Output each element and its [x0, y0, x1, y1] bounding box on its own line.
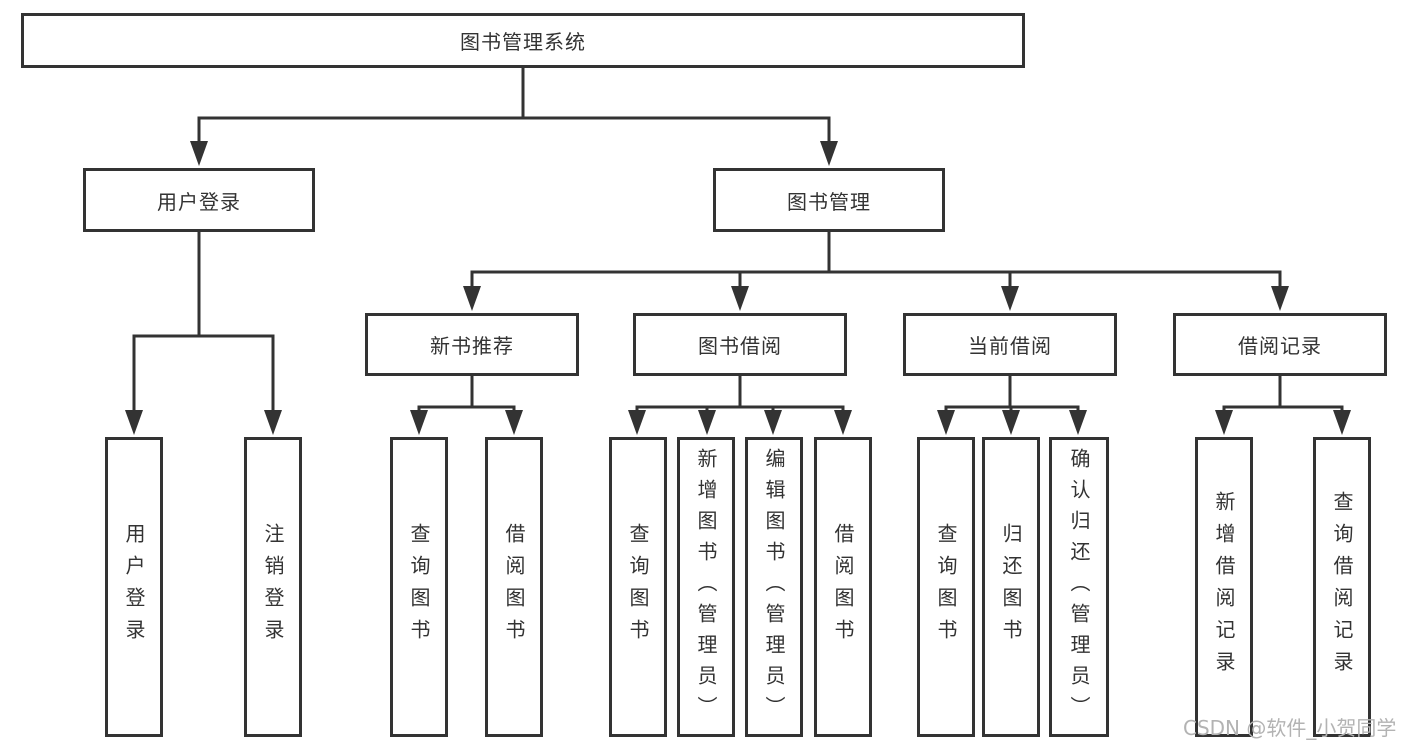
leaf-add-borrow-record: 新增借阅记录: [1195, 437, 1253, 737]
leaf-borrow-books-recommend-label: 借阅图书: [502, 523, 526, 651]
leaf-return-books: 归还图书: [982, 437, 1040, 737]
leaf-logout: 注销登录: [244, 437, 302, 737]
node-current-borrowing: 当前借阅: [903, 313, 1117, 376]
leaf-confirm-return-admin-label: 确认归还（管理员）: [1067, 447, 1091, 727]
leaf-query-borrow-record: 查询借阅记录: [1313, 437, 1371, 737]
node-new-book-recommendation: 新书推荐: [365, 313, 579, 376]
node-borrowing-records-label: 借阅记录: [1238, 334, 1322, 358]
leaf-query-books-current: 查询图书: [917, 437, 975, 737]
leaf-query-books-recommend-label: 查询图书: [407, 523, 431, 651]
leaf-edit-books-admin: 编辑图书（管理员）: [745, 437, 803, 737]
node-root-label: 图书管理系统: [460, 30, 586, 54]
node-new-book-recommendation-label: 新书推荐: [430, 334, 514, 358]
leaf-query-borrow-record-label: 查询借阅记录: [1330, 491, 1354, 683]
leaf-borrow-books-recommend: 借阅图书: [485, 437, 543, 737]
leaf-query-books-current-label: 查询图书: [934, 523, 958, 651]
leaf-return-books-label: 归还图书: [999, 523, 1023, 651]
node-borrowing-records: 借阅记录: [1173, 313, 1387, 376]
node-user-login-label: 用户登录: [157, 189, 241, 214]
leaf-user-login: 用户登录: [105, 437, 163, 737]
leaf-add-books-admin-label: 新增图书（管理员）: [694, 447, 718, 727]
node-book-management: 图书管理: [713, 168, 945, 232]
leaf-add-borrow-record-label: 新增借阅记录: [1212, 491, 1236, 683]
leaf-logout-label: 注销登录: [261, 523, 285, 651]
csdn-watermark: CSDN @软件_小贺同学: [1183, 716, 1397, 740]
leaf-edit-books-admin-label: 编辑图书（管理员）: [762, 447, 786, 727]
node-user-login: 用户登录: [83, 168, 315, 232]
node-book-borrowing-label: 图书借阅: [698, 334, 782, 358]
leaf-confirm-return-admin: 确认归还（管理员）: [1049, 437, 1109, 737]
leaf-borrow-books-label: 借阅图书: [831, 523, 855, 651]
leaf-query-books-borrowing-label: 查询图书: [626, 523, 650, 651]
leaf-add-books-admin: 新增图书（管理员）: [677, 437, 735, 737]
leaf-query-books-recommend: 查询图书: [390, 437, 448, 737]
node-current-borrowing-label: 当前借阅: [968, 334, 1052, 358]
node-root: 图书管理系统: [21, 13, 1025, 68]
leaf-user-login-label: 用户登录: [122, 523, 146, 651]
leaf-query-books-borrowing: 查询图书: [609, 437, 667, 737]
node-book-borrowing: 图书借阅: [633, 313, 847, 376]
node-book-management-label: 图书管理: [787, 189, 871, 214]
leaf-borrow-books: 借阅图书: [814, 437, 872, 737]
